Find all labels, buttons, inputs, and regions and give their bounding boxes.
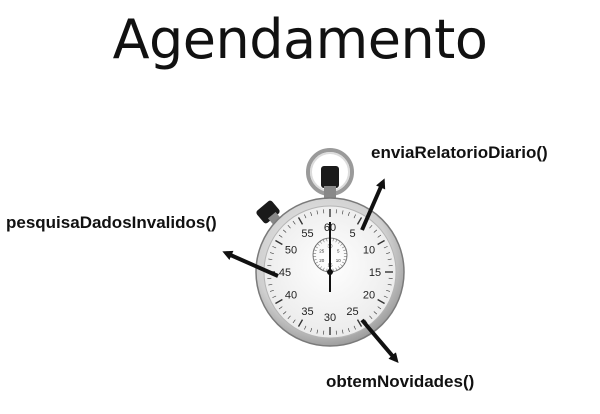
dial-number: 10	[363, 245, 375, 257]
sub-dial-number: 20	[319, 258, 325, 263]
sub-dial-number: 5	[337, 248, 340, 253]
dial-number: 20	[363, 290, 375, 302]
dial-number: 40	[285, 290, 297, 302]
sub-dial-number: 10	[336, 258, 342, 263]
dial-number: 55	[301, 228, 313, 240]
stopwatch-crown	[306, 148, 354, 198]
dial-numbers: 60510152025303540455055	[279, 222, 381, 324]
slide-title: Agendamento	[112, 8, 488, 71]
dial-number: 5	[349, 228, 355, 240]
label-obtem-novidades: obtemNovidades()	[326, 372, 475, 391]
dial-number: 35	[301, 306, 313, 318]
arrow-top-right	[360, 178, 386, 231]
label-pesquisa-dados-invalidos: pesquisaDadosInvalidos()	[6, 213, 217, 232]
dial-number: 45	[279, 267, 291, 279]
dial-number: 30	[324, 312, 336, 324]
dial-number: 25	[346, 306, 358, 318]
sub-dial-ticks	[313, 238, 347, 272]
arrow-bottom	[360, 318, 399, 364]
dial-number: 15	[369, 267, 381, 279]
sub-dial-number: 25	[319, 248, 325, 253]
arrow-left	[222, 250, 279, 278]
hand-pivot	[327, 269, 333, 275]
label-envia-relatorio-diario: enviaRelatorioDiario()	[371, 143, 548, 162]
dial-number: 50	[285, 245, 297, 257]
